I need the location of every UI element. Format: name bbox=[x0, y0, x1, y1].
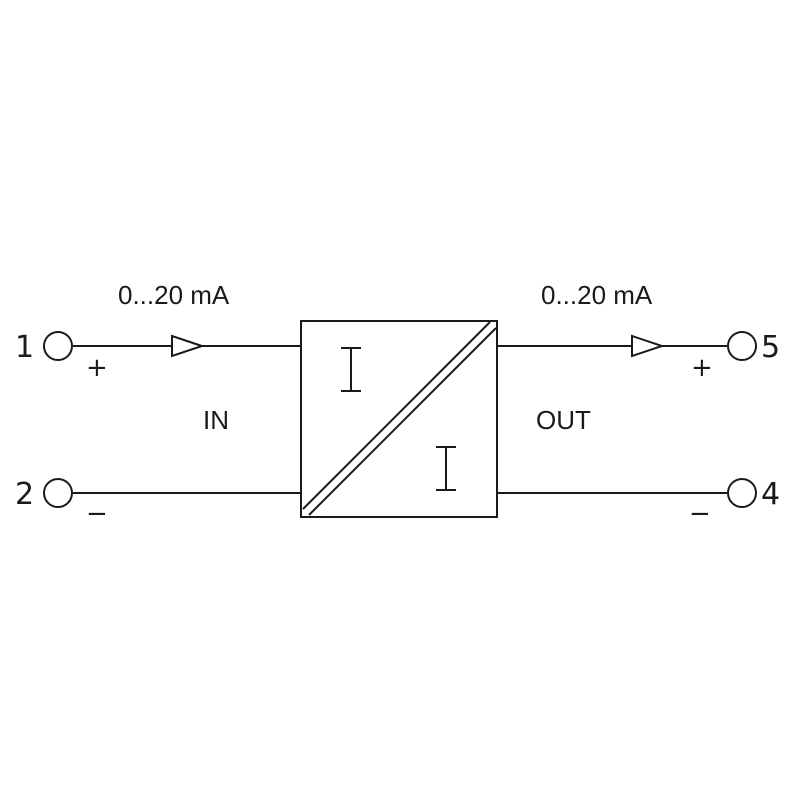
input-plus-sign: + bbox=[86, 353, 108, 383]
converter-frame bbox=[300, 320, 498, 518]
output-side-label: OUT bbox=[536, 405, 591, 435]
output-current-arrow-icon bbox=[631, 334, 666, 358]
terminal-1-label: 1 bbox=[15, 330, 34, 365]
converter-block bbox=[300, 320, 498, 518]
input-current-range: 0...20 mA bbox=[118, 280, 230, 310]
terminal-2-icon bbox=[43, 478, 73, 508]
terminal-1-icon bbox=[43, 331, 73, 361]
terminal-2-label: 2 bbox=[15, 477, 34, 512]
input-side-label: IN bbox=[203, 405, 229, 435]
output-minus-sign: − bbox=[689, 499, 711, 529]
terminal-5-icon bbox=[727, 331, 757, 361]
converter-diagonal-2 bbox=[308, 327, 497, 516]
converter-diagonal-1 bbox=[302, 321, 491, 510]
input-minus-sign: − bbox=[86, 499, 108, 529]
terminal-4-label: 4 bbox=[761, 477, 780, 512]
input-current-arrow-icon bbox=[171, 334, 206, 358]
terminal-4-icon bbox=[727, 478, 757, 508]
input-current-symbol bbox=[341, 347, 361, 392]
output-current-symbol bbox=[436, 446, 456, 491]
terminal-5-label: 5 bbox=[761, 330, 780, 365]
output-plus-sign: + bbox=[691, 353, 713, 383]
output-current-range: 0...20 mA bbox=[541, 280, 653, 310]
